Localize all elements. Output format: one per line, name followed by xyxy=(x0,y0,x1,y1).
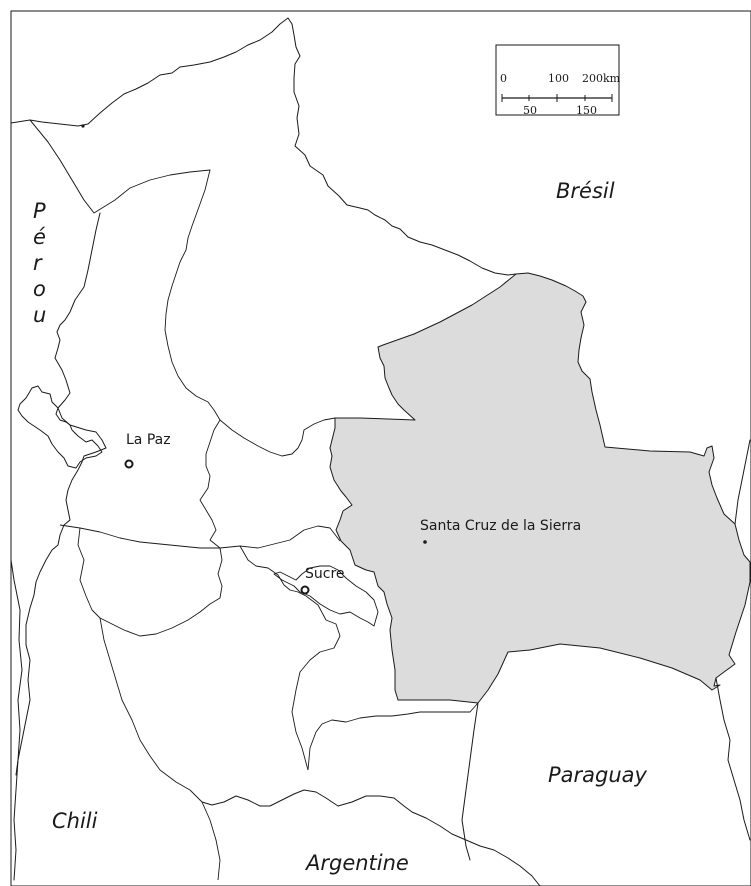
la-paz-east-boundary xyxy=(199,419,221,549)
potosi-boundary xyxy=(99,617,221,881)
perou-letter-3: r xyxy=(33,251,43,275)
santa-cruz-department xyxy=(329,272,751,704)
cochabamba-boundary xyxy=(59,524,341,549)
country-label-paraguay: Paraguay xyxy=(548,763,648,787)
city-santa-cruz: Santa Cruz de la Sierra xyxy=(420,518,581,544)
beni-santa-cruz-boundary xyxy=(219,417,336,457)
santa-cruz-label: Santa Cruz de la Sierra xyxy=(420,518,581,534)
country-label-perou: P é r o u xyxy=(33,199,46,327)
la-paz-marker xyxy=(124,459,134,469)
city-la-paz: La Paz xyxy=(124,432,171,469)
scale-box xyxy=(495,44,620,116)
perou-letter-1: P xyxy=(33,199,46,223)
country-label-argentine: Argentine xyxy=(304,851,409,875)
country-label-chili: Chili xyxy=(52,809,98,833)
national-border-north xyxy=(10,17,517,276)
la-paz-label: La Paz xyxy=(126,432,171,448)
sucre-region xyxy=(273,565,379,627)
city-sucre: Sucre xyxy=(300,566,345,595)
pando-dot xyxy=(81,124,85,128)
brazil-river-east xyxy=(734,439,751,525)
map-frame xyxy=(10,10,751,886)
scale-label-0: 0 xyxy=(500,72,507,85)
santa-cruz-marker xyxy=(423,540,427,544)
national-border-west xyxy=(15,212,107,776)
tarija-boundary xyxy=(307,702,479,771)
pando-west xyxy=(29,119,95,214)
sucre-label: Sucre xyxy=(305,566,345,582)
national-border-south xyxy=(201,789,541,886)
oruro-boundary xyxy=(77,527,223,637)
scale-bar: 0 100 200km 50 150 xyxy=(495,44,621,117)
scale-label-200: 200km xyxy=(582,72,621,85)
peru-chile-coast xyxy=(10,559,23,881)
scale-label-50: 50 xyxy=(523,104,537,117)
pando-beni-boundary xyxy=(93,169,221,421)
sucre-marker xyxy=(300,585,310,595)
scale-label-150: 150 xyxy=(576,104,597,117)
lake-titicaca xyxy=(17,385,103,469)
perou-letter-4: o xyxy=(33,277,46,301)
paraguay-river xyxy=(715,677,751,841)
country-label-bresil: Brésil xyxy=(556,179,615,203)
perou-letter-5: u xyxy=(33,303,46,327)
perou-letter-2: é xyxy=(33,225,46,249)
chuquisaca-boundary xyxy=(239,545,341,771)
paraguay-border xyxy=(461,702,479,861)
scale-label-100: 100 xyxy=(548,72,569,85)
